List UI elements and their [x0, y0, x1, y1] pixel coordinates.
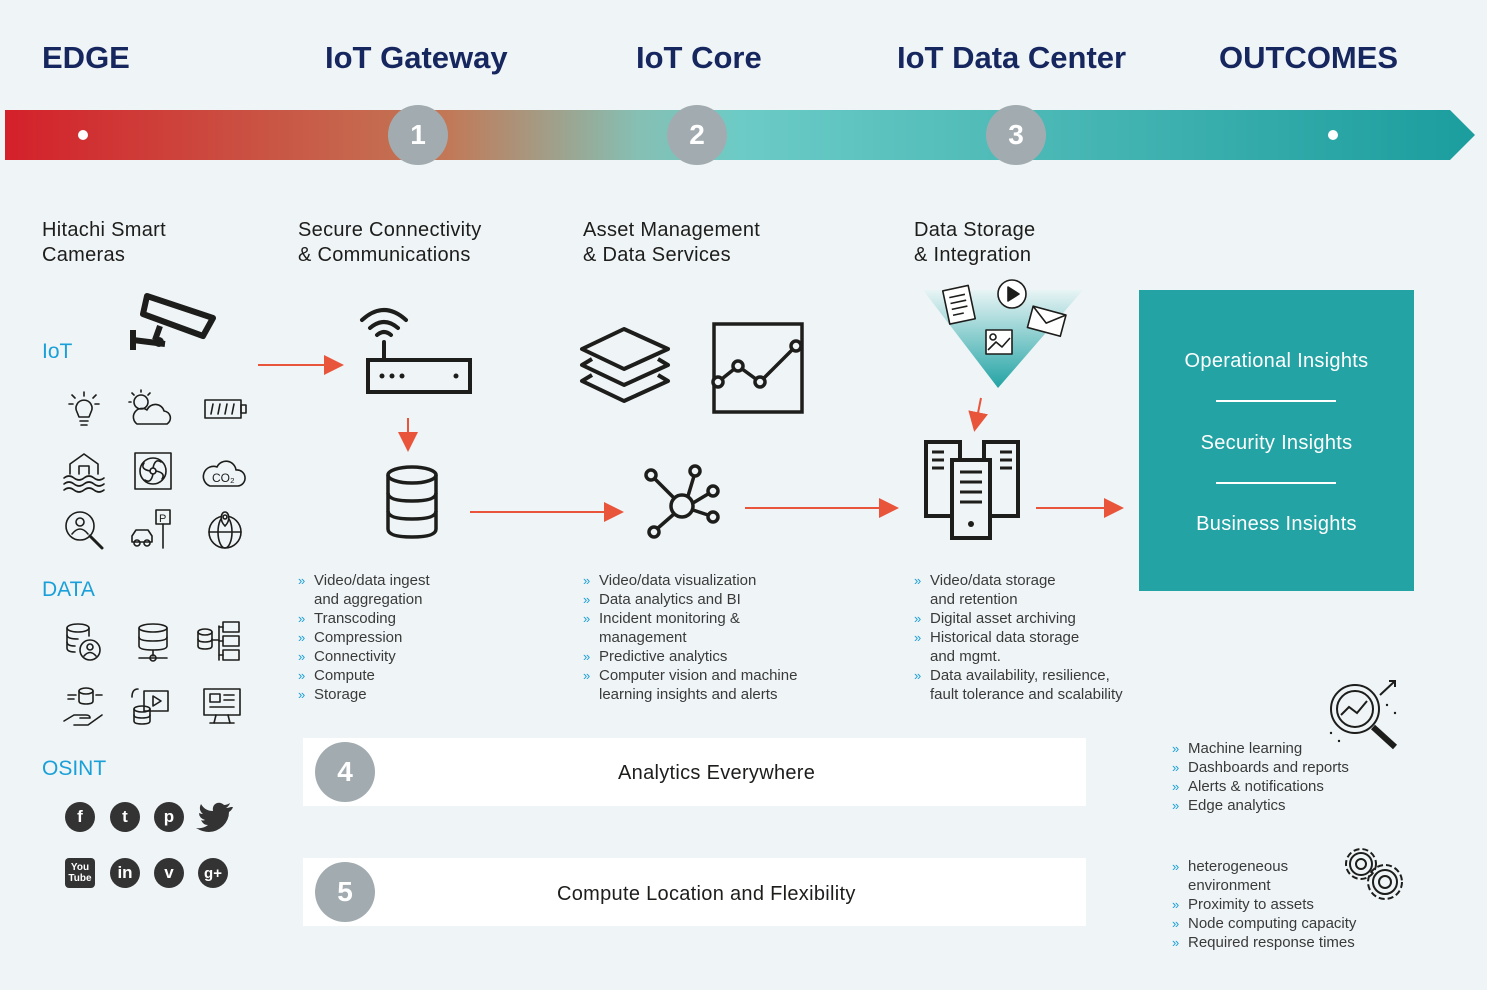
globe-pin-icon — [208, 511, 242, 549]
list-item: Incident monitoring & management — [583, 609, 797, 647]
svg-text:P: P — [159, 513, 166, 525]
gateway-bullet-list: Video/data ingest and aggregation Transc… — [298, 571, 430, 704]
list-item: Compression — [298, 628, 430, 647]
list-item: Required response times — [1172, 933, 1356, 952]
compute-location-label: Compute Location and Flexibility — [557, 883, 856, 905]
media-database-icon — [131, 688, 169, 725]
list-item: Compute — [298, 666, 430, 685]
compute-location-bar — [303, 858, 1086, 926]
list-item: Transcoding — [298, 609, 430, 628]
person-search-icon — [65, 511, 104, 550]
list-item: Predictive analytics — [583, 647, 797, 666]
category-osint: OSINT — [42, 757, 107, 780]
co2-icon: CO₂ — [202, 460, 246, 487]
line-chart-icon — [711, 322, 804, 414]
insight-divider — [1216, 482, 1336, 484]
tumblr-icon: t — [110, 802, 140, 832]
data-funnel-icon — [923, 279, 1083, 388]
list-item: Data availability, resilience, fault tol… — [914, 666, 1123, 704]
list-item: Edge analytics — [1172, 796, 1349, 815]
data-hand-icon — [63, 687, 103, 726]
analytics-everywhere-bar — [303, 738, 1086, 806]
twitter-icon — [196, 802, 233, 833]
insight-divider — [1216, 400, 1336, 402]
list-item: Video/data visualization — [583, 571, 797, 590]
timeline-marker-2: 2 — [667, 105, 727, 165]
stage-iot-core: IoT Core — [636, 40, 762, 75]
router-icon — [360, 308, 472, 394]
list-item: Dashboards and reports — [1172, 758, 1349, 777]
compute-bullet-list: heterogeneous environment Proximity to a… — [1172, 857, 1356, 952]
list-item: Data analytics and BI — [583, 590, 797, 609]
category-data: DATA — [42, 578, 95, 601]
category-iot: IoT — [42, 340, 73, 363]
vimeo-icon: v — [154, 858, 184, 888]
core-bullet-list: Video/data visualization Data analytics … — [583, 571, 797, 704]
section-title-edge: Hitachi Smart Cameras — [42, 219, 166, 266]
database-user-icon — [66, 623, 101, 661]
insights-panel: Operational Insights Security Insights B… — [1139, 290, 1414, 591]
timeline-dot-end — [1328, 130, 1338, 140]
stage-iot-gateway: IoT Gateway — [325, 40, 508, 75]
datacenter-bullet-list: Video/data storage and retention Digital… — [914, 571, 1123, 704]
list-item: Digital asset archiving — [914, 609, 1123, 628]
list-item: Storage — [298, 685, 430, 704]
network-hub-icon — [644, 464, 720, 539]
marker-5: 5 — [315, 862, 375, 922]
analytics-magnifier-icon — [1329, 680, 1398, 750]
insight-security: Security Insights — [1200, 432, 1353, 454]
list-item: Proximity to assets — [1172, 895, 1356, 914]
insight-business: Business Insights — [1196, 513, 1357, 535]
stage-outcomes: OUTCOMES — [1219, 40, 1399, 75]
timeline-marker-3: 3 — [986, 105, 1046, 165]
flood-icon — [63, 453, 105, 493]
section-title-gateway: Secure Connectivity & Communications — [298, 219, 482, 266]
list-item: Alerts & notifications — [1172, 777, 1349, 796]
stage-edge: EDGE — [42, 40, 130, 75]
pinterest-icon: p — [154, 802, 184, 832]
timeline-marker-1: 1 — [388, 105, 448, 165]
linkedin-icon: in — [110, 858, 140, 888]
list-item: Connectivity — [298, 647, 430, 666]
layers-icon — [580, 327, 670, 403]
marker-4: 4 — [315, 742, 375, 802]
database-tree-icon — [197, 621, 240, 661]
servers-icon — [924, 440, 1020, 540]
timeline-arrow — [5, 110, 1475, 160]
security-camera-icon — [130, 293, 216, 350]
analytics-everywhere-label: Analytics Everywhere — [618, 762, 816, 784]
list-item: Node computing capacity — [1172, 914, 1356, 933]
battery-icon — [204, 399, 247, 419]
google-plus-icon: g+ — [198, 858, 228, 888]
svg-text:CO₂: CO₂ — [212, 471, 235, 485]
section-title-datacenter: Data Storage & Integration — [914, 219, 1036, 266]
section-title-core: Asset Management & Data Services — [583, 219, 761, 266]
list-item: heterogeneous environment — [1172, 857, 1356, 895]
list-item: Video/data storage and retention — [914, 571, 1123, 609]
database-icon — [386, 465, 438, 539]
list-item: Historical data storage and mgmt. — [914, 628, 1123, 666]
weather-icon — [128, 389, 172, 425]
timeline-dot-start — [78, 130, 88, 140]
list-item: Computer vision and machine learning ins… — [583, 666, 797, 704]
parking-icon: P — [131, 509, 171, 549]
analytics-bullet-list: Machine learning Dashboards and reports … — [1172, 739, 1349, 815]
arrow-funnel-to-servers — [968, 397, 988, 432]
facebook-icon: f — [65, 802, 95, 832]
list-item: Machine learning — [1172, 739, 1349, 758]
database-network-icon — [138, 623, 168, 662]
list-item: Video/data ingest and aggregation — [298, 571, 430, 609]
lightbulb-icon — [68, 391, 100, 426]
fan-icon — [134, 452, 172, 490]
monitor-data-icon — [203, 688, 241, 724]
insight-operational: Operational Insights — [1184, 350, 1369, 372]
stage-iot-data-center: IoT Data Center — [897, 40, 1127, 75]
